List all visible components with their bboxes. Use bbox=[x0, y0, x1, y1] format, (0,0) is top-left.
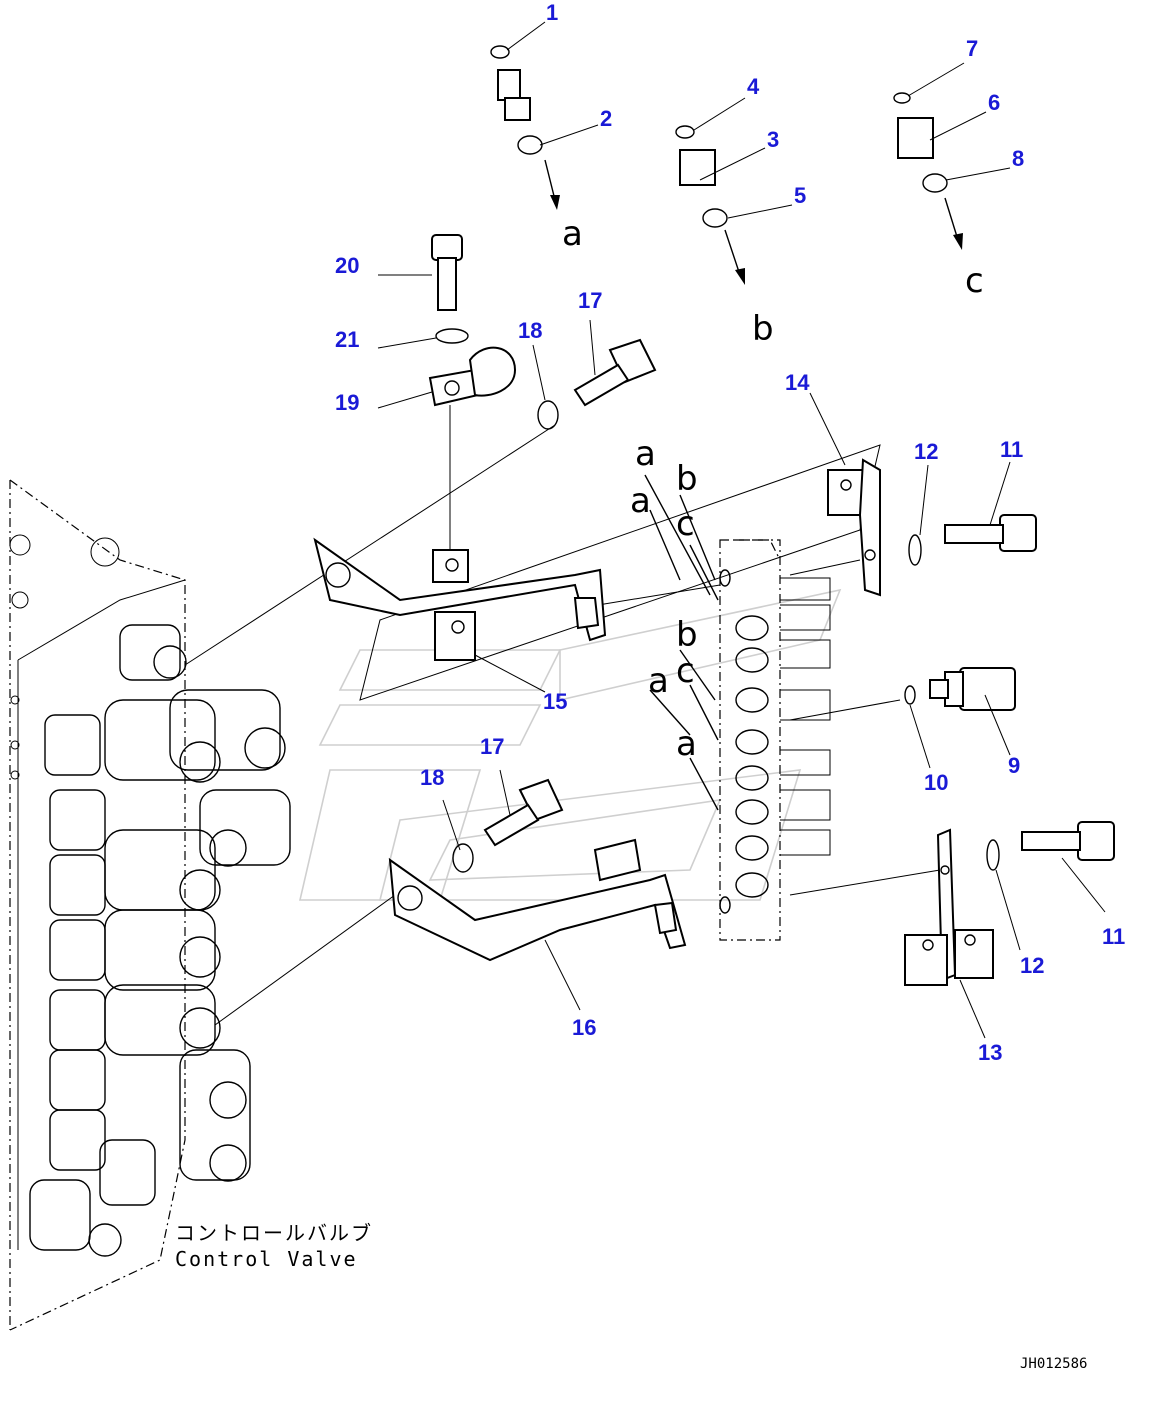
washer-12-upper bbox=[908, 534, 922, 566]
part-label-2: 2 bbox=[600, 106, 612, 131]
bolt-11-lower bbox=[1021, 821, 1115, 861]
part-label-19: 19 bbox=[335, 390, 359, 415]
bolt-20 bbox=[431, 234, 463, 311]
bolt-17-upper bbox=[573, 338, 657, 407]
bracket-16 bbox=[388, 838, 687, 962]
part-label-17-upper: 17 bbox=[578, 288, 602, 313]
part-label-13: 13 bbox=[978, 1040, 1002, 1065]
port-letter-block-2: a bbox=[630, 481, 651, 521]
port-letter-block-1: a bbox=[635, 434, 656, 474]
part-label-11-upper: 11 bbox=[1000, 437, 1023, 462]
part-label-16: 16 bbox=[572, 1015, 596, 1040]
bracket-13 bbox=[904, 828, 994, 986]
part-label-9: 9 bbox=[1008, 753, 1020, 778]
part-label-10: 10 bbox=[924, 770, 948, 795]
port-letter-block-5: b bbox=[676, 615, 698, 655]
fitting-part-6-assembly bbox=[893, 92, 963, 250]
part-label-17-lower: 17 bbox=[480, 734, 504, 759]
control-valve-label-en: Control Valve bbox=[175, 1247, 358, 1271]
sensor-9 bbox=[929, 667, 1016, 711]
bracket-15 bbox=[313, 537, 607, 661]
o-ring-10 bbox=[904, 685, 916, 705]
washer-21 bbox=[435, 328, 469, 344]
part-label-4: 4 bbox=[747, 74, 760, 99]
part-label-8: 8 bbox=[1012, 146, 1024, 171]
part-number-labels: 1 2 3 4 5 6 7 8 9 10 11 11 12 12 13 14 1… bbox=[335, 0, 1125, 1065]
part-label-21: 21 bbox=[335, 327, 359, 352]
washer-12-lower bbox=[986, 839, 1000, 871]
part-label-15: 15 bbox=[543, 689, 567, 714]
port-letter-block-6: c bbox=[676, 651, 695, 691]
control-valve-illustration bbox=[9, 479, 291, 1331]
port-letter-block-3: b bbox=[676, 459, 698, 499]
fitting-part-1-assembly bbox=[490, 45, 560, 210]
port-letter-block-7: a bbox=[648, 661, 669, 701]
bolt-17-lower bbox=[483, 778, 564, 847]
manifold-block bbox=[719, 539, 831, 941]
port-letter-block-8: a bbox=[676, 724, 697, 764]
drawing-code: JH012586 bbox=[1020, 1356, 1087, 1372]
port-letter-a-top: a bbox=[562, 214, 583, 254]
watermark-logo bbox=[298, 588, 842, 901]
part-label-14: 14 bbox=[785, 370, 810, 395]
part-label-6: 6 bbox=[988, 90, 1000, 115]
part-label-7: 7 bbox=[966, 36, 978, 61]
part-label-1: 1 bbox=[546, 0, 558, 25]
port-letter-block-4: c bbox=[676, 504, 695, 544]
connection-lines bbox=[184, 405, 941, 1026]
part-label-20: 20 bbox=[335, 253, 359, 278]
fitting-part-3-assembly bbox=[675, 125, 745, 285]
port-letter-b-top: b bbox=[752, 309, 774, 349]
bracket-14 bbox=[827, 458, 881, 597]
leader-lines bbox=[377, 21, 1106, 1039]
part-label-3: 3 bbox=[767, 127, 779, 152]
part-label-11-lower: 11 bbox=[1102, 924, 1125, 949]
washer-18-lower bbox=[452, 843, 474, 873]
clamp-19 bbox=[428, 346, 517, 407]
bolt-11-upper bbox=[944, 514, 1037, 552]
control-valve-label-jp: コントロールバルブ bbox=[175, 1221, 373, 1245]
part-label-12-upper: 12 bbox=[914, 439, 938, 464]
part-label-12-lower: 12 bbox=[1020, 953, 1044, 978]
part-label-18-lower: 18 bbox=[420, 765, 444, 790]
port-letter-labels: a b c a a b c b c a a bbox=[562, 214, 984, 764]
valve-spool-stack bbox=[29, 624, 291, 1257]
port-arrows bbox=[644, 474, 719, 811]
part-label-5: 5 bbox=[794, 183, 806, 208]
part-label-18-upper: 18 bbox=[518, 318, 542, 343]
washer-18-upper bbox=[537, 400, 559, 430]
port-letter-c-top: c bbox=[965, 261, 984, 301]
